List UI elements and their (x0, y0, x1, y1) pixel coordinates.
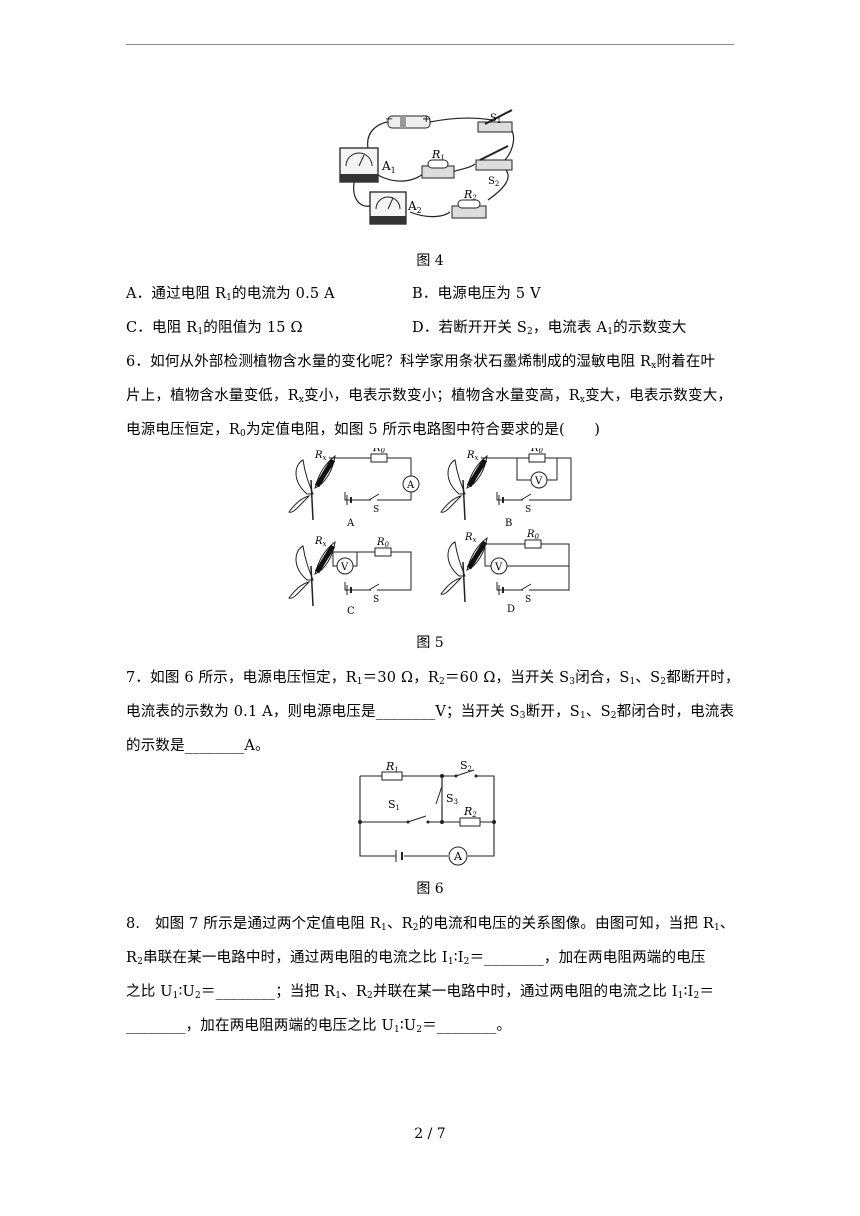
svg-text:B: B (505, 518, 512, 529)
battery-icon (387, 115, 431, 129)
figure-6-caption: 图 6 (416, 881, 444, 897)
option-c: C．电阻 R1的阻值为 15 Ω (126, 320, 303, 337)
svg-text:R0: R0 (530, 448, 544, 455)
svg-text:R0: R0 (526, 529, 540, 541)
figure-4-circuit: − + S1 A1 R1 S2 A2 R2 (339, 109, 515, 225)
svg-text:S: S (525, 505, 531, 515)
question-8-line-2: R2串联在某一电路中时，通过两电阻的电流之比 I1∶I2＝________，加在… (126, 950, 706, 967)
svg-text:V: V (494, 562, 503, 573)
svg-text:R1: R1 (431, 148, 445, 162)
question-7-line-1: 7．如图 6 所示，电源电压恒定，R1＝30 Ω，R2＝60 Ω，当开关 S3闭… (126, 670, 740, 687)
question-8-line-4: ________，加在两电阻两端的电压之比 U1∶U2＝________。 (126, 1018, 512, 1035)
svg-text:Rx: Rx (314, 536, 327, 548)
svg-text:A: A (406, 480, 415, 491)
resistor-r2-icon (451, 199, 487, 219)
svg-text:A: A (453, 850, 463, 863)
svg-text:S1: S1 (388, 798, 400, 812)
svg-text:+: + (422, 114, 430, 125)
svg-text:A1: A1 (381, 159, 396, 175)
question-6-line-3: 电源电压恒定，R0为定值电阻，如图 5 所示电路图中符合要求的是( ) (126, 422, 601, 439)
question-8-line-3: 之比 U1∶U2＝________；当把 R1、R2并联在某一电路中时，通过两电… (126, 984, 715, 1001)
svg-text:S3: S3 (446, 792, 458, 806)
circuit-d: V Rx R0 S D (441, 529, 570, 615)
svg-text:V: V (340, 562, 349, 573)
figure-5-caption: 图 5 (416, 635, 444, 651)
resistor-r1-icon (421, 159, 455, 179)
question-7-line-2: 电流表的示数为 0.1 A，则电源电压是________V；当开关 S3断开，S… (126, 704, 735, 721)
svg-text:Rx: Rx (314, 450, 327, 462)
option-b: B．电源电压为 5 V (412, 286, 541, 302)
svg-text:Rx: Rx (466, 450, 479, 462)
svg-text:R1: R1 (385, 760, 399, 774)
svg-text:Rx: Rx (464, 532, 477, 544)
svg-text:V: V (534, 476, 543, 487)
circuit-c: V Rx R0 S C (289, 536, 412, 617)
ammeter-a1-icon (339, 147, 379, 183)
svg-text:−: − (385, 114, 393, 125)
svg-text:S: S (373, 505, 379, 515)
ammeter-a2-icon (369, 191, 407, 225)
svg-text:R0: R0 (372, 448, 386, 455)
header-rule (126, 44, 734, 45)
circuit-a: A Rx R0 S A (289, 448, 420, 529)
svg-text:S2: S2 (460, 760, 472, 773)
page-number: 2 / 7 (414, 1126, 446, 1142)
question-6-line-1: 6．如何从外部检测植物含水量的变化呢？科学家用条状石墨烯制成的湿敏电阻 Rx附着… (126, 354, 716, 371)
svg-text:R0: R0 (376, 537, 390, 549)
figure-4-caption: 图 4 (416, 253, 444, 269)
svg-text:S: S (373, 595, 379, 605)
svg-text:R2: R2 (463, 805, 477, 819)
svg-text:S: S (525, 595, 531, 605)
svg-text:S2: S2 (488, 176, 499, 188)
question-6-line-2: 片上，植物含水量变低，Rx变小，电表示数变小；植物含水量变高，Rx变大，电表示数… (126, 388, 733, 405)
svg-text:S1: S1 (490, 113, 501, 125)
option-a: A．通过电阻 R1的电流为 0.5 A (126, 286, 335, 303)
option-d: D．若断开开关 S2，电流表 A1的示数变大 (412, 320, 687, 337)
svg-text:A2: A2 (407, 199, 422, 215)
question-8-line-1: 8. 如图 7 所示是通过两个定值电阻 R1、R2的电流和电压的关系图像。由图可… (126, 916, 735, 933)
circuit-b: V Rx R0 S B (441, 448, 572, 529)
svg-text:C: C (347, 606, 355, 617)
figure-5-circuits: A Rx R0 S A V Rx R0 S B V Rx R0 S C (285, 448, 572, 617)
switch-s1-icon (477, 109, 513, 133)
svg-text:D: D (507, 604, 515, 615)
svg-text:R2: R2 (463, 188, 477, 202)
svg-text:A: A (346, 518, 355, 529)
figure-6-circuit: A R1 R2 S1 S2 S3 (358, 760, 496, 866)
question-7-line-3: 的示数是________A。 (126, 738, 270, 754)
switch-s2-icon (475, 145, 513, 171)
